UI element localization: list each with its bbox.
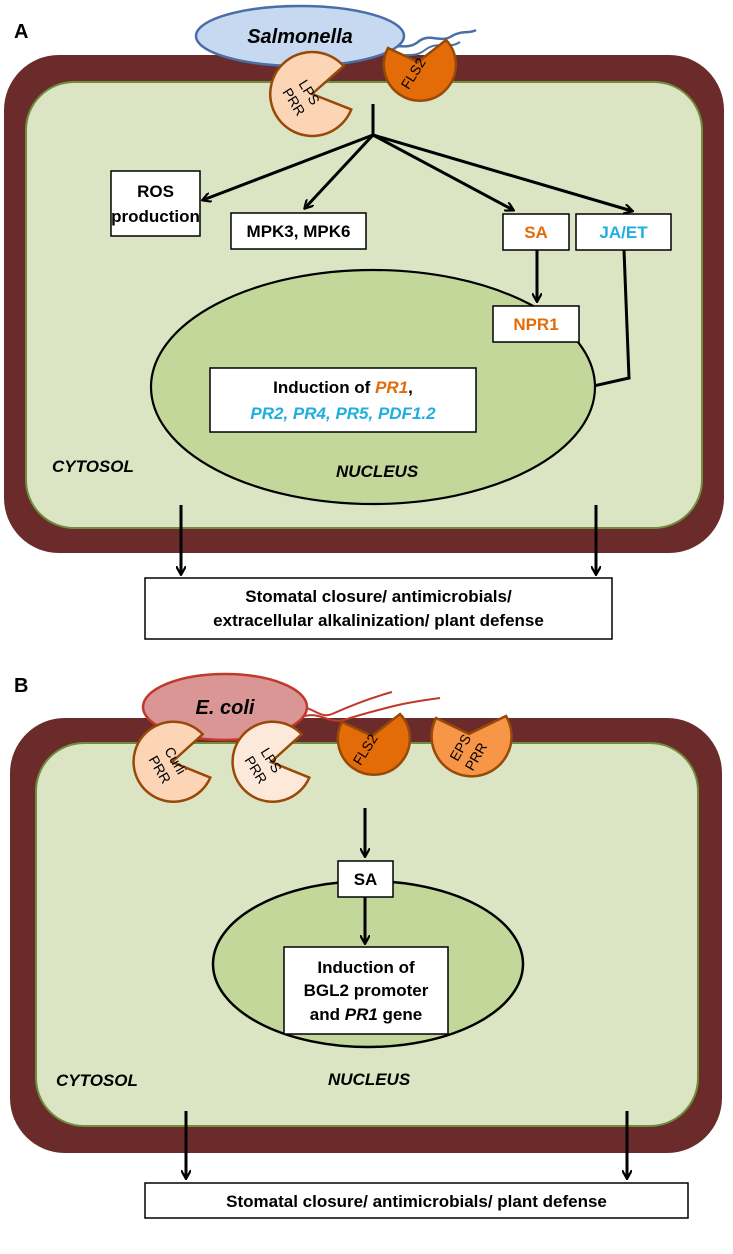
induction-box-b	[283, 946, 449, 1035]
lps-prr-receptor-b: LPS PRR	[231, 720, 311, 803]
outcome-a-line2: extracellular alkalinization/ plant defe…	[213, 611, 544, 630]
sa-box-b	[337, 860, 394, 898]
cytosol-label-a: CYTOSOL	[52, 457, 134, 476]
nucleus-label-a: NUCLEUS	[336, 462, 419, 481]
induction-b-line2: BGL2 promoter	[304, 981, 429, 1000]
flagellum-b	[297, 691, 393, 717]
eps-prr-receptor: EPS PRR	[430, 714, 513, 778]
curli-prr-receptor: Curli PRR	[132, 720, 212, 803]
outcome-a-line1: Stomatal closure/ antimicrobials/	[245, 587, 512, 606]
mpk-box	[230, 212, 367, 250]
outcome-box-b	[144, 1182, 689, 1219]
ros-label-1: ROS	[137, 182, 174, 201]
flagellum-b-2	[304, 697, 441, 722]
output-arrows-b	[186, 1111, 627, 1178]
sa-label-b: SA	[354, 870, 378, 889]
jaet-box	[575, 213, 672, 251]
induction-line1-a: Induction of PR1,	[273, 378, 413, 397]
nucleus-label-b: NUCLEUS	[328, 1070, 411, 1089]
fls2-receptor-a: FLS2	[382, 38, 458, 103]
induction-b-line1: Induction of	[317, 958, 415, 977]
mpk-label: MPK3, MPK6	[247, 222, 351, 241]
induction-b-line3: and PR1 gene	[310, 1005, 422, 1024]
cytosol-label-b: CYTOSOL	[56, 1071, 138, 1090]
fls2-receptor-b: FLS2	[336, 712, 412, 777]
salmonella-label: Salmonella	[247, 26, 353, 48]
panel-a-letter: A	[14, 21, 28, 43]
npr1-box	[492, 305, 580, 343]
outcome-b: Stomatal closure/ antimicrobials/ plant …	[226, 1192, 607, 1211]
output-arrows-a	[181, 505, 596, 574]
ros-label-2: production	[111, 207, 200, 226]
lps-prr-receptor-a: LPS PRR	[268, 50, 353, 138]
ecoli-label: E. coli	[196, 697, 255, 719]
sa-label-a: SA	[524, 223, 548, 242]
jaet-label: JA/ET	[599, 223, 648, 242]
panel-b-letter: B	[14, 675, 28, 697]
induction-box-a	[209, 367, 477, 433]
sa-box-a	[502, 213, 570, 251]
induction-line2-a: PR2, PR4, PR5, PDF1.2	[250, 404, 436, 423]
npr1-label: NPR1	[513, 315, 558, 334]
outcome-box-a	[144, 577, 613, 640]
ros-production-box	[110, 170, 201, 237]
